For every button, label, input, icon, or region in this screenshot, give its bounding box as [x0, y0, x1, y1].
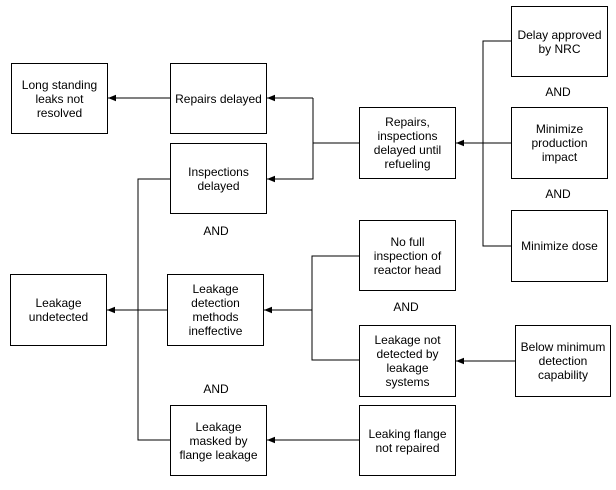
and-gate-label: AND	[203, 382, 229, 396]
node-leakage-not-detected-systems: Leakage not detected by leakage systems	[359, 325, 456, 397]
node-leakage-undetected: Leakage undetected	[10, 274, 107, 346]
node-leaking-flange-not-repaired: Leaking flange not repaired	[359, 405, 456, 476]
node-minimize-production-impact: Minimize production impact	[511, 107, 608, 179]
node-leakage-masked-flange: Leakage masked by flange leakage	[170, 405, 267, 476]
node-no-full-inspection: No full inspection of reactor head	[359, 220, 456, 291]
node-below-minimum-detection: Below minimum detection capability	[515, 325, 611, 397]
node-delay-approved-nrc: Delay approved by NRC	[511, 6, 608, 77]
node-leakage-detection-ineffective: Leakage detection methods ineffective	[167, 274, 264, 346]
and-gate-label: AND	[393, 300, 419, 314]
node-long-standing-leaks: Long standing leaks not resolved	[11, 63, 108, 134]
connector-to-inspections-delayed	[267, 143, 314, 183]
connector-refueling-trunk	[312, 98, 359, 144]
node-minimize-dose: Minimize dose	[511, 210, 608, 282]
node-repairs-delayed: Repairs delayed	[170, 63, 267, 134]
node-inspections-delayed: Inspections delayed	[170, 143, 267, 214]
node-repairs-inspections-delayed-refueling: Repairs, inspections delayed until refue…	[359, 107, 456, 179]
and-gate-label: AND	[545, 187, 571, 201]
and-gate-label: AND	[545, 85, 571, 99]
connector-middle-trunk	[311, 255, 359, 361]
and-gate-label: AND	[203, 224, 229, 238]
